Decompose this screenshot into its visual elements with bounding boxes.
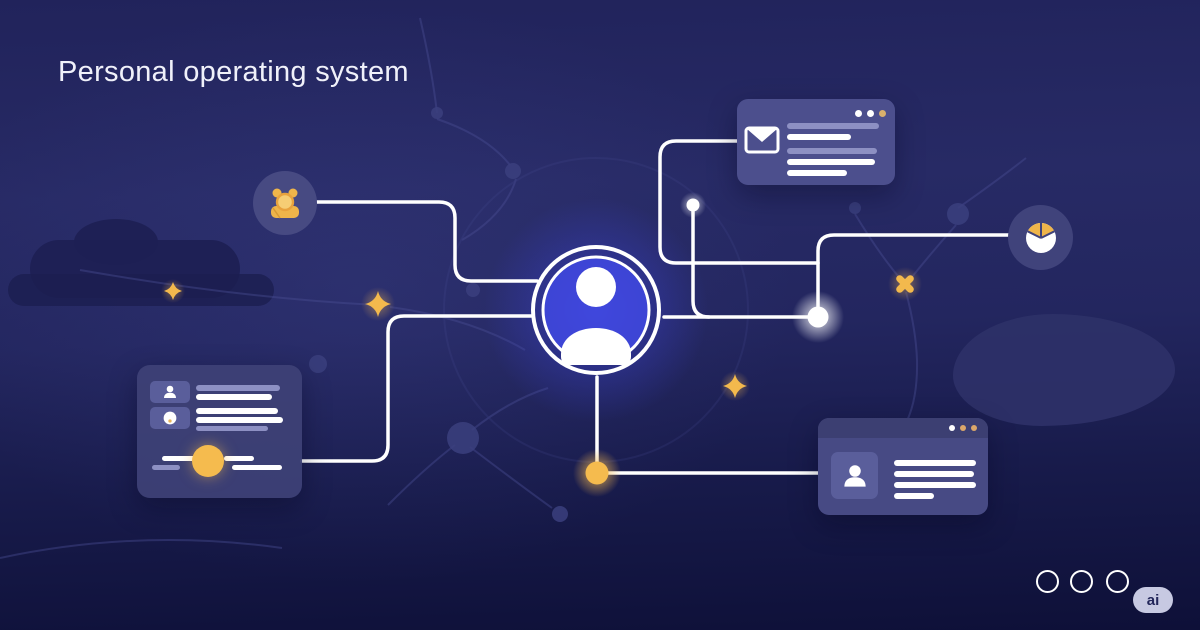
contact-list-card (137, 365, 302, 498)
skeleton-text-line (787, 170, 847, 176)
skeleton-text-line (196, 394, 272, 400)
skeleton-text-line (894, 493, 934, 499)
sparkle-icon (723, 374, 747, 398)
sparkle-icon (164, 282, 182, 300)
corner-ring (1036, 570, 1059, 593)
skeleton-text-line (196, 417, 283, 423)
corner-ring (1106, 570, 1129, 593)
ai-logo-badge: ai (1133, 587, 1173, 613)
corner-ring (1070, 570, 1093, 593)
skeleton-text-line (894, 482, 976, 488)
analytics-node (1008, 205, 1073, 270)
connector-email-card (658, 139, 820, 265)
junction-nodes (573, 192, 844, 497)
skeleton-text-line (894, 471, 974, 477)
profile-card (818, 418, 988, 515)
skeleton-text-line (196, 385, 280, 391)
skeleton-text-line (196, 426, 268, 431)
slider-track (162, 456, 196, 461)
window-dot[interactable] (867, 110, 874, 117)
hub-outer-ring (531, 245, 661, 375)
user-photo-icon (163, 411, 177, 425)
message-card (737, 99, 895, 185)
people-group-icon (271, 188, 299, 219)
dark-node-dots (309, 107, 969, 522)
avatar (831, 452, 878, 499)
connector-lines (300, 139, 1011, 475)
decorative-sparkles (161, 267, 922, 401)
cloud-shape (74, 219, 158, 265)
skeleton-text-line (196, 408, 278, 414)
background-blob (953, 314, 1175, 426)
user-avatar-icon (843, 464, 866, 487)
sparkle-icon (365, 291, 391, 317)
glowing-white-node (807, 306, 829, 328)
avatar (150, 407, 190, 429)
connector-analytics-node (816, 233, 1011, 317)
window-dot[interactable] (960, 425, 966, 431)
user-icon (561, 267, 631, 365)
contacts-node (253, 171, 317, 235)
slider-knob[interactable] (192, 445, 224, 477)
central-user-hub (531, 245, 661, 375)
pie-chart-icon (1025, 222, 1056, 253)
window-dot[interactable] (879, 110, 886, 117)
avatar (150, 381, 190, 403)
user-avatar-icon (164, 385, 176, 398)
window-dot[interactable] (971, 425, 977, 431)
skeleton-text-line (787, 123, 879, 129)
envelope-icon (744, 126, 780, 154)
window-titlebar (818, 418, 988, 438)
slider-track (224, 456, 254, 461)
window-dot[interactable] (949, 425, 955, 431)
small-white-node (686, 198, 700, 212)
skeleton-text-line (787, 148, 877, 154)
cross-sparkle-icon (896, 275, 914, 293)
cloud-shape (8, 274, 274, 306)
skeleton-text-line (787, 134, 851, 140)
connector-contact-card (300, 314, 533, 463)
slider-track (152, 465, 180, 470)
slider-track (232, 465, 282, 470)
orange-node (585, 461, 609, 485)
window-dot[interactable] (855, 110, 862, 117)
connector-contacts-node (315, 200, 539, 283)
skeleton-text-line (894, 460, 976, 466)
skeleton-text-line (787, 159, 875, 165)
page-title: Personal operating system (58, 56, 409, 88)
